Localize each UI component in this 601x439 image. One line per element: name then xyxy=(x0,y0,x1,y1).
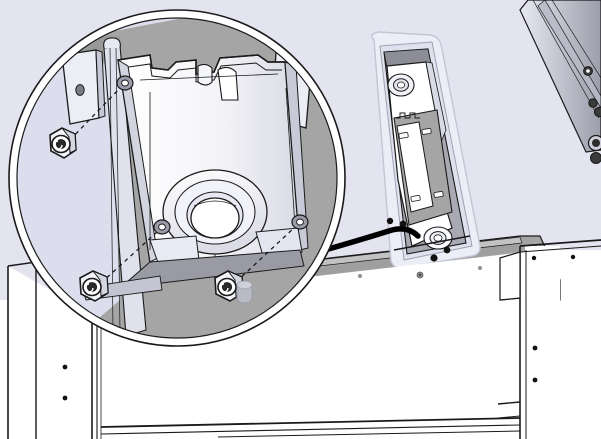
panel-lower-edge xyxy=(217,430,521,438)
hex-nut-upper-left xyxy=(49,127,77,159)
bracket-top-profile-inner xyxy=(121,62,282,83)
hex-nut-lower-right xyxy=(214,270,253,304)
deck-screws xyxy=(358,266,482,279)
nut-lr-thread-hint xyxy=(219,283,229,293)
bay-frame-edge-lower xyxy=(393,235,471,251)
callout-open-lavender xyxy=(17,60,120,330)
rail-channel-face xyxy=(537,0,601,109)
bracket-tab-slot xyxy=(217,66,239,101)
panel-corner-bracket xyxy=(499,251,521,301)
rail-edge-line-1 xyxy=(532,0,600,119)
callout-bracket-plate xyxy=(117,54,309,279)
routed-cable xyxy=(315,226,421,255)
stud-a-bore xyxy=(121,79,129,87)
stud-c-bore xyxy=(296,218,304,226)
bay-cutout-1 xyxy=(398,132,409,139)
nut-ll-thread-hint xyxy=(84,283,94,293)
panel-right-low-edge-2 xyxy=(497,415,521,419)
panel-mark-right-2 xyxy=(570,254,576,260)
boss-bore xyxy=(190,197,240,239)
panel-mark-right-3 xyxy=(532,345,538,351)
bay-recess xyxy=(371,31,481,269)
hex-nut-lower-left xyxy=(79,270,109,302)
nut-ul-side xyxy=(61,127,77,154)
spacer-sleeve-top xyxy=(236,280,253,290)
bay-slot-strip xyxy=(396,121,434,213)
panel-mark-right-4 xyxy=(532,377,538,383)
leader-line-lower-right xyxy=(235,226,296,283)
bay-circular-boss xyxy=(387,73,415,97)
panel-mark-right-1 xyxy=(531,255,537,261)
stud-b-bore xyxy=(158,223,166,231)
rail-body xyxy=(519,0,601,153)
bay-lower-boss xyxy=(423,226,453,250)
diagonal-rail xyxy=(519,0,601,164)
bay-castellation xyxy=(396,112,420,119)
mounting-studs xyxy=(116,75,309,235)
bay-cutout-3 xyxy=(410,195,421,202)
panel-marks xyxy=(62,254,576,401)
panel-right-low-edge xyxy=(497,401,521,405)
callout-inner-ring xyxy=(16,17,338,339)
panel-mark-left-2 xyxy=(62,395,68,401)
callout-left-rail-hook xyxy=(103,37,121,49)
front-panel xyxy=(7,239,601,439)
bracket-notch-rounded xyxy=(197,63,213,86)
bracket-inner-line-top xyxy=(139,73,279,81)
base-scene-layer xyxy=(7,0,601,439)
bay-cutout-4 xyxy=(433,191,444,198)
nut-ul-thread-hint xyxy=(53,140,63,150)
bay-cutout-2 xyxy=(421,128,432,135)
bay-fasteners xyxy=(386,217,451,262)
callout-left-tab xyxy=(61,49,106,125)
boss-highlight-arc xyxy=(193,200,237,207)
front-panel-face xyxy=(8,246,560,439)
panel-lower-band-bottom xyxy=(100,424,521,435)
bracket-circular-boss xyxy=(162,169,268,272)
left-tab-edge xyxy=(95,49,106,119)
assembly-leader-lines xyxy=(69,87,296,284)
panel-lower-band-top xyxy=(100,417,521,428)
panel-right-top-edge xyxy=(519,239,601,247)
rail-fasteners xyxy=(583,66,601,164)
rail-edge-line-2 xyxy=(551,0,601,79)
left-tab-hole xyxy=(75,84,85,96)
panel-mark-left-1 xyxy=(62,364,68,370)
bracket-bottom-shadow xyxy=(118,249,305,289)
panel-right-top-edge-2 xyxy=(519,245,601,253)
bracket-top-profile xyxy=(117,54,285,75)
